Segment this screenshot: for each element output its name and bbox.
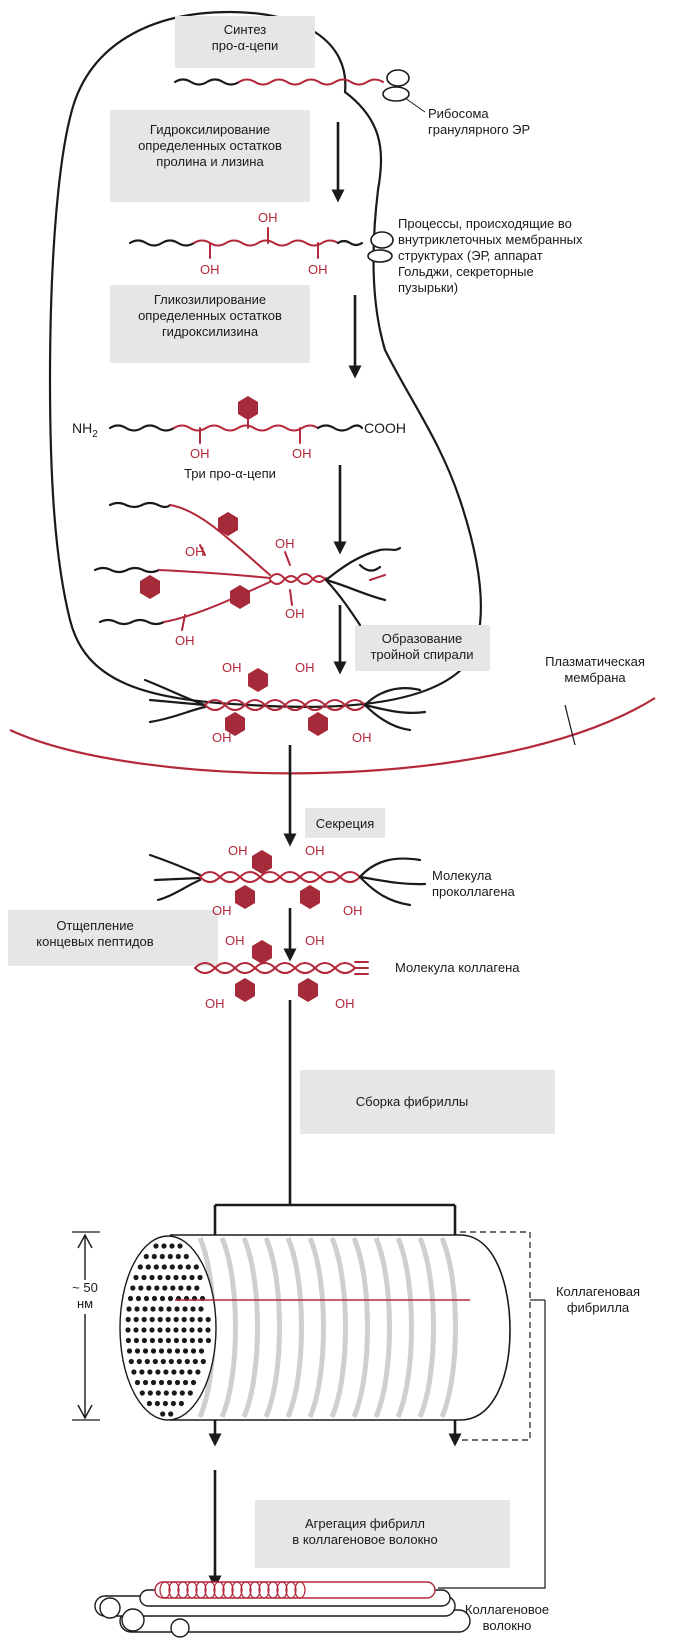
collagen-molecule [195,940,368,1002]
oh-label: OH [212,730,232,745]
three-chains-label: Три про-α-цепи [184,466,276,481]
oh-label: OH [305,843,325,858]
step-fibril-assembly-label: Сборка фибриллы [356,1094,469,1109]
oh-label: OH [222,660,242,675]
plasma-membrane-pointer [565,705,575,745]
step-fibril-assembly: Сборка фибриллы [300,1070,555,1134]
procollagen-molecule [150,850,425,909]
oh-label: OH [212,903,232,918]
oh-label: OH [258,210,278,225]
ribosome-icon [387,70,409,86]
three-chains-assembling [95,503,400,630]
glycosylated-chain [110,396,362,443]
hydroxylated-chain [130,228,393,262]
oh-label: OH [352,730,372,745]
oh-label: OH [305,933,325,948]
oh-label: OH [185,544,205,559]
oh-label: OH [292,446,312,461]
oh-label: OH [190,446,210,461]
oh-label: OH [335,996,355,1011]
oh-label: OH [205,996,225,1011]
pro-alpha-chain-synthesis [175,70,409,101]
step-secretion: Секреция [305,808,385,838]
oh-label: OH [285,606,305,621]
oh-label: OH [275,536,295,551]
collagen-fibril [120,1232,545,1440]
amino-terminus: NH2 [72,420,98,440]
oh-label: OH [200,262,220,277]
oh-label: OH [308,262,328,277]
oh-label: OH [228,843,248,858]
collagen-molecule-label: Молекула коллагена [395,960,520,975]
oh-label: OH [343,903,363,918]
sugar-hexagon-icon [238,396,258,420]
step-secretion-label: Секреция [316,816,375,831]
oh-label: OH [225,933,245,948]
oh-label: OH [295,660,315,675]
oh-label: OH [175,633,195,648]
carboxyl-terminus: COOH [364,420,406,436]
